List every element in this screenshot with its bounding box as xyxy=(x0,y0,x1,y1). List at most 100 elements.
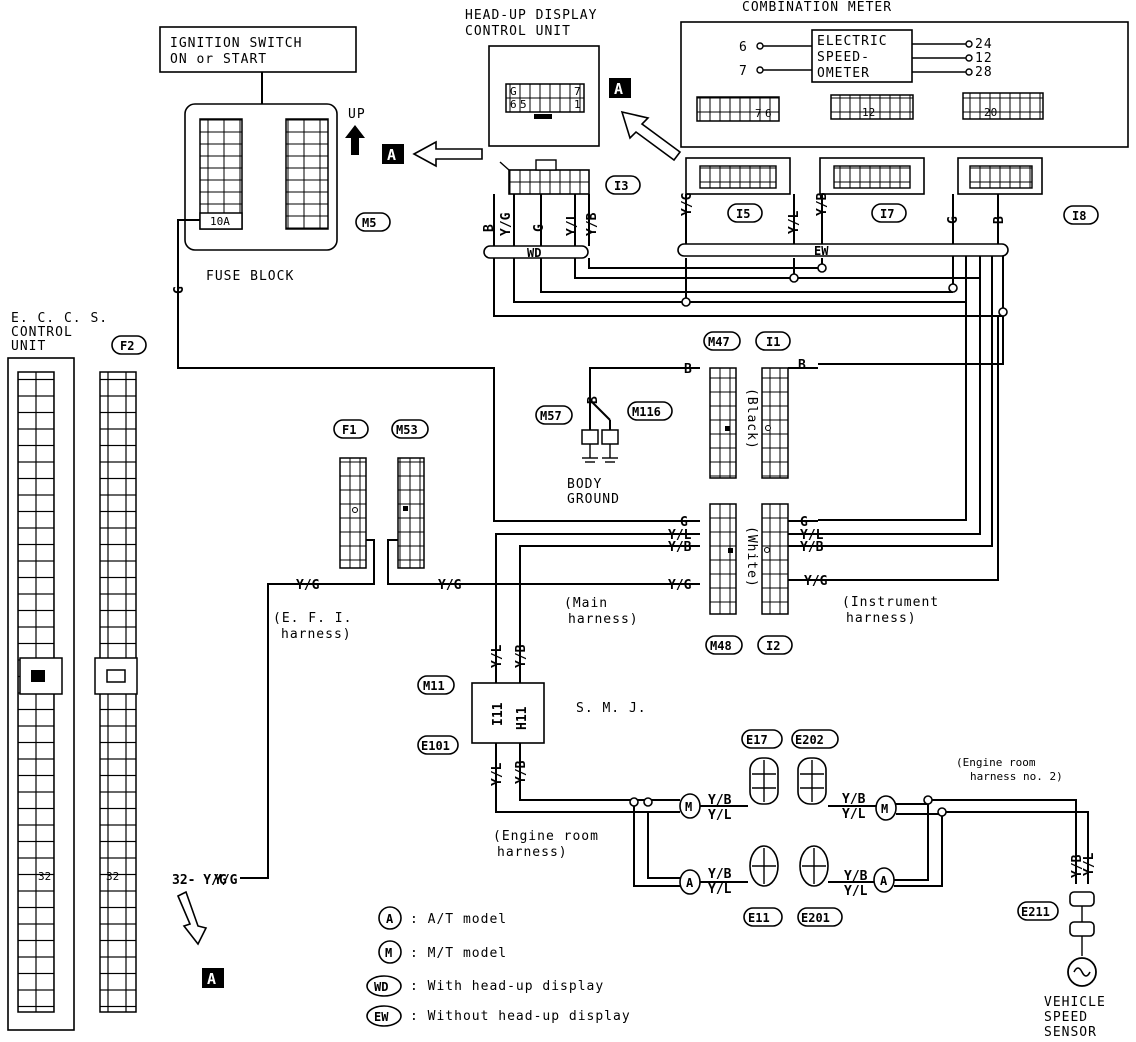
svg-text:H11: H11 xyxy=(515,706,530,730)
ecm-pin-32-label: 32- Y/G xyxy=(172,873,227,888)
svg-text:I8: I8 xyxy=(1072,209,1086,223)
svg-text:28: 28 xyxy=(975,65,993,80)
svg-text:G: G xyxy=(680,515,688,530)
svg-text:B: B xyxy=(586,396,601,404)
svg-text:Y/B: Y/B xyxy=(1070,854,1085,878)
connector-m48 xyxy=(709,503,737,615)
hud-title-line1: HEAD-UP DISPLAY xyxy=(465,8,597,23)
engine-room-harness-line1: (Engine room xyxy=(493,829,599,844)
connector-tag-f2: F2 xyxy=(111,335,147,355)
svg-text:Y/L: Y/L xyxy=(708,882,732,897)
connector-tag-m48: M48 xyxy=(705,635,743,655)
vss-line3: SENSOR xyxy=(1044,1025,1097,1040)
instrument-harness-line1: (Instrument xyxy=(842,595,939,610)
connector-tag-e202: E202 xyxy=(791,729,839,749)
svg-text:B: B xyxy=(992,216,1007,224)
svg-text:E202: E202 xyxy=(795,733,824,747)
svg-text:Y/G: Y/G xyxy=(668,578,692,593)
fuse-block: 10A FUSE BLOCK xyxy=(184,103,338,284)
efi-harness-line2: harness) xyxy=(281,627,352,642)
legend-item-mt: M : M/T model xyxy=(378,940,506,964)
route-tag-m-right: M xyxy=(875,795,897,821)
svg-text:F2: F2 xyxy=(120,339,134,353)
svg-text:Y/B: Y/B xyxy=(514,760,529,784)
svg-text:F1: F1 xyxy=(342,423,356,437)
svg-text:Y/B: Y/B xyxy=(585,212,600,236)
efi-harness-line1: (E. F. I. xyxy=(273,611,352,626)
svg-text:E211: E211 xyxy=(1021,905,1050,919)
hud-control-unit: G 7 6 5 1 xyxy=(488,45,600,147)
route-tag-a-left: A xyxy=(679,869,701,895)
svg-text:Y/L: Y/L xyxy=(490,644,505,668)
connector-e17 xyxy=(749,757,779,805)
connector-tag-i8: I8 xyxy=(1063,205,1099,225)
svg-text:CONTROL: CONTROL xyxy=(11,325,73,340)
connector-tag-m57: M57 xyxy=(535,405,573,425)
connector-tag-m47: M47 xyxy=(703,331,741,351)
svg-text:Y/B: Y/B xyxy=(668,540,692,555)
connector-tag-i7: I7 xyxy=(871,203,907,223)
connector-tag-m116: M116 xyxy=(627,401,673,421)
svg-text:UNIT: UNIT xyxy=(11,339,46,354)
svg-text:7: 7 xyxy=(739,64,748,79)
legend-item-at: A : A/T model xyxy=(378,906,507,930)
svg-text:1: 1 xyxy=(574,98,581,111)
svg-text:Y/B: Y/B xyxy=(842,792,866,807)
wire-yg-efi: Y/G Y/G Y/G Y/G (E. F. I. harness) xyxy=(214,539,700,888)
route-tag-a-right: A xyxy=(873,867,895,893)
connector-e201 xyxy=(799,845,829,887)
svg-text:A: A xyxy=(386,912,394,926)
svg-text:20: 20 xyxy=(984,106,997,119)
svg-text:ELECTRIC: ELECTRIC xyxy=(817,34,888,49)
svg-text:Y/B: Y/B xyxy=(708,867,732,882)
svg-text:Y/L: Y/L xyxy=(844,884,868,899)
svg-text:I5: I5 xyxy=(736,207,750,221)
connector-tag-e17: E17 xyxy=(741,729,783,749)
connector-tag-e211: E211 xyxy=(1017,901,1059,921)
main-harness-line1: (Main xyxy=(564,596,608,611)
svg-text:Y/G: Y/G xyxy=(680,192,695,216)
connector-f2: 32 xyxy=(94,371,138,1013)
svg-text:Y/G: Y/G xyxy=(499,212,514,236)
connector-tag-m53: M53 xyxy=(391,419,429,439)
connector-tag-e201: E201 xyxy=(797,907,843,927)
connector-m47 xyxy=(709,367,737,479)
engine-room-2-line1: (Engine room xyxy=(956,756,1036,769)
connector-i7 xyxy=(819,157,925,195)
svg-text:: A/T model: : A/T model xyxy=(410,912,507,927)
connector-m53 xyxy=(397,457,425,569)
svg-text:32: 32 xyxy=(106,870,119,883)
svg-text:G: G xyxy=(800,515,808,530)
svg-text:OMETER: OMETER xyxy=(817,66,870,81)
svg-text:B: B xyxy=(684,362,692,377)
ew-route-bar: EW xyxy=(677,243,1009,258)
hollow-arrow-down-icon xyxy=(176,890,208,946)
svg-text:E11: E11 xyxy=(748,911,770,925)
svg-text:SPEED-: SPEED- xyxy=(817,50,870,65)
svg-text:Y/L: Y/L xyxy=(668,528,692,543)
svg-text:12: 12 xyxy=(975,51,993,66)
svg-text:M53: M53 xyxy=(396,423,418,437)
connector-tag-e11: E11 xyxy=(743,907,783,927)
ignition-switch-line2: ON or START xyxy=(170,52,267,67)
svg-text:Y/B: Y/B xyxy=(844,869,868,884)
wire-b-ground: B B B xyxy=(586,358,806,440)
smj-joint: I11 H11 S. M. J. xyxy=(471,682,647,744)
hollow-arrow-left-icon xyxy=(412,140,483,168)
svg-text:S. M. J.: S. M. J. xyxy=(576,701,647,716)
connector-f1 xyxy=(339,457,367,569)
svg-text:G: G xyxy=(172,286,187,294)
connector-tag-f1: F1 xyxy=(333,419,369,439)
svg-text:Y/L: Y/L xyxy=(800,528,824,543)
svg-text:A: A xyxy=(614,80,623,98)
white-connector-label: (White) xyxy=(744,526,759,588)
combination-meter-title: COMBINATION METER xyxy=(742,0,892,15)
svg-text:Y/L: Y/L xyxy=(842,807,866,822)
right-wires: Y/B Y/L xyxy=(894,795,1097,887)
svg-text:M48: M48 xyxy=(710,639,732,653)
svg-text:WD: WD xyxy=(527,246,541,260)
svg-text:M5: M5 xyxy=(362,216,376,230)
eccs-control-unit: 32 xyxy=(7,357,75,1031)
instrument-harness-line2: harness) xyxy=(846,611,917,626)
